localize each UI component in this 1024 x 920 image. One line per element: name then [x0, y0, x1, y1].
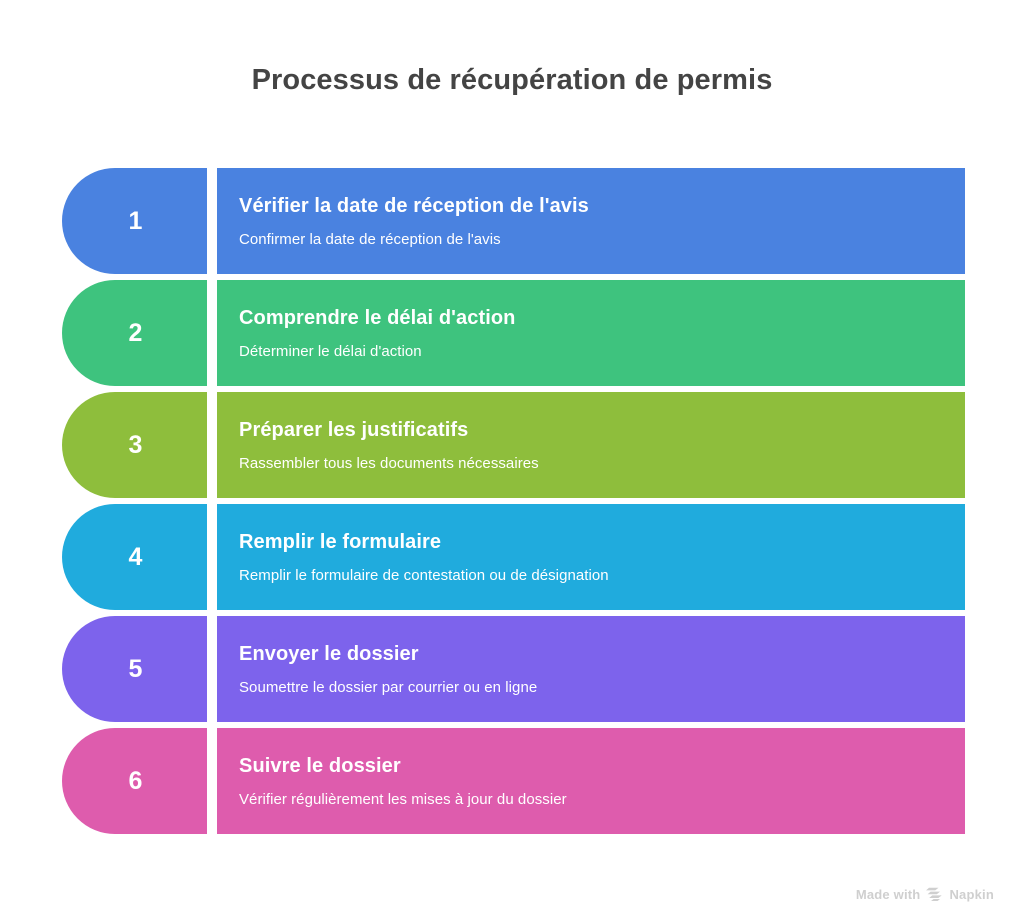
step-number-badge[interactable]: 3 [62, 392, 207, 498]
step-description: Vérifier régulièrement les mises à jour … [239, 791, 567, 809]
step-description: Remplir le formulaire de contestation ou… [239, 567, 609, 585]
step-heading: Vérifier la date de réception de l'avis [239, 195, 589, 218]
step-number-badge[interactable]: 6 [62, 728, 207, 834]
step-number-label: 4 [128, 542, 143, 571]
watermark-prefix-label: Made with [855, 887, 921, 902]
step-divider-gap [207, 280, 217, 386]
process-step-row[interactable]: 1 Vérifier la date de réception de l'avis… [62, 168, 965, 274]
step-number-badge[interactable]: 5 [62, 616, 207, 722]
step-divider-gap [207, 616, 217, 722]
step-heading: Remplir le formulaire [239, 531, 442, 554]
step-description: Rassembler tous les documents nécessaire… [239, 455, 539, 473]
step-description: Confirmer la date de réception de l'avis [239, 231, 501, 249]
watermark-brand-label: Napkin [949, 887, 994, 902]
step-divider-gap [207, 728, 217, 834]
step-description: Soumettre le dossier par courrier ou en … [239, 679, 538, 697]
napkin-chevrons-icon [926, 887, 943, 902]
step-number-label: 5 [128, 654, 143, 683]
step-number-label: 2 [128, 318, 143, 347]
step-number-badge[interactable]: 4 [62, 504, 207, 610]
step-heading: Préparer les justificatifs [239, 419, 469, 442]
step-description: Déterminer le délai d'action [239, 343, 422, 361]
step-heading: Comprendre le délai d'action [239, 307, 516, 330]
process-steps-list: 1 Vérifier la date de réception de l'avis… [62, 168, 965, 834]
step-divider-gap [207, 504, 217, 610]
napkin-watermark: Made with Napkin [856, 887, 994, 902]
step-number-label: 3 [128, 430, 143, 459]
step-number-label: 1 [128, 206, 143, 235]
step-number-badge[interactable]: 1 [62, 168, 207, 274]
step-number-label: 6 [128, 766, 143, 795]
step-heading: Suivre le dossier [239, 755, 401, 778]
step-divider-gap [207, 168, 217, 274]
page-title: Processus de récupération de permis [251, 64, 773, 96]
step-heading: Envoyer le dossier [239, 643, 419, 666]
step-number-badge[interactable]: 2 [62, 280, 207, 386]
step-divider-gap [207, 392, 217, 498]
